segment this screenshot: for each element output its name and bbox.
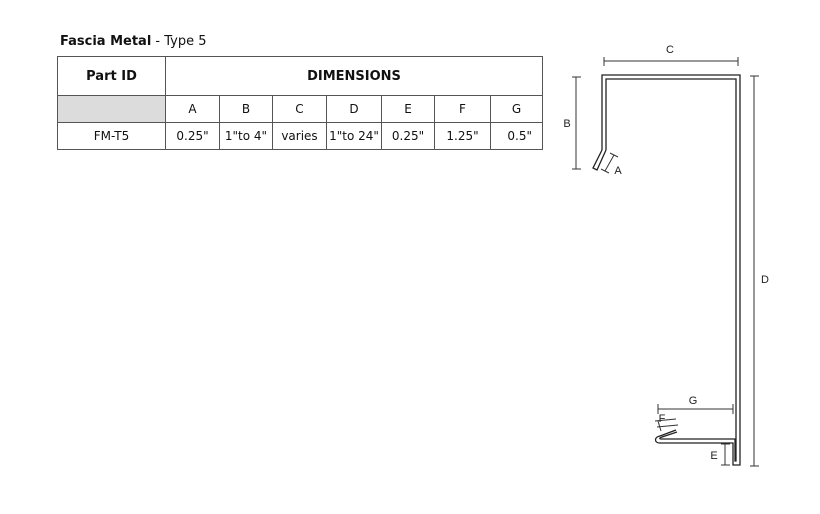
label-e: E [710, 450, 717, 462]
label-d: D [761, 274, 769, 286]
label-g: G [689, 395, 698, 407]
label-a: A [614, 165, 622, 177]
value-c: varies [272, 122, 327, 150]
part-id-cell: FM-T5 [57, 122, 166, 150]
title-subtitle: Type 5 [164, 34, 207, 49]
hem-f-inner [659, 431, 678, 440]
col-label-a: A [165, 95, 220, 123]
value-e: 0.25" [381, 122, 435, 150]
table-row: FM-T5 0.25" 1"to 4" varies 1"to 24" 0.25… [57, 122, 543, 150]
dimensions-header: DIMENSIONS [165, 56, 543, 96]
table-header-row: Part ID DIMENSIONS [57, 56, 543, 96]
value-a: 0.25" [165, 122, 220, 150]
profile-inner-line [605, 78, 737, 462]
value-f: 1.25" [434, 122, 491, 150]
dim-line-f [657, 420, 662, 432]
col-label-b: B [219, 95, 273, 123]
label-f: F [659, 413, 666, 425]
label-c: C [666, 44, 674, 56]
title-main: Fascia Metal [60, 34, 152, 49]
diagram-title: Fascia Metal - Type 5 [60, 34, 207, 49]
dim-tick-f-1 [654, 418, 677, 422]
col-label-e: E [381, 95, 435, 123]
hem-f [654, 429, 677, 444]
label-b: B [563, 118, 570, 130]
hem-a [592, 149, 607, 171]
profile-outer-line [601, 74, 741, 466]
dim-line-a [604, 154, 615, 172]
col-label-c: C [272, 95, 327, 123]
col-label-g: G [490, 95, 543, 123]
dimensions-table: Part ID DIMENSIONS A B C D E F G FM-T5 0… [57, 56, 543, 150]
value-g: 0.5" [490, 122, 543, 150]
dim-tick-a-1 [600, 168, 610, 174]
blank-grey-cell [57, 95, 166, 123]
dim-tick-f-2 [656, 424, 679, 428]
value-d: 1"to 24" [326, 122, 382, 150]
title-separator: - [151, 34, 165, 49]
dim-tick-a-2 [609, 152, 619, 158]
